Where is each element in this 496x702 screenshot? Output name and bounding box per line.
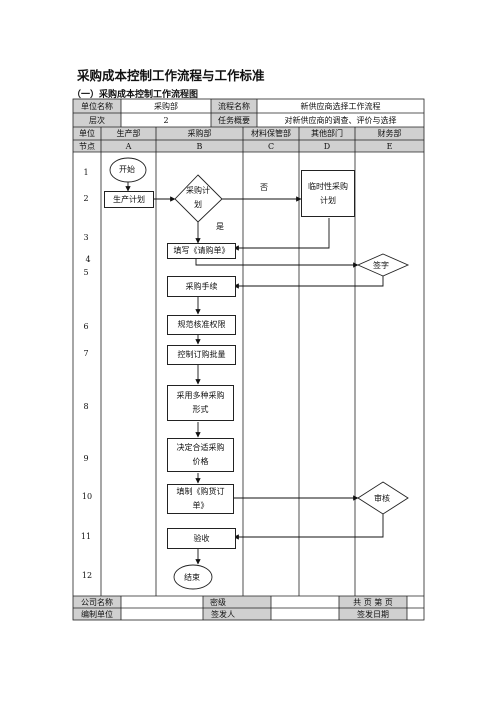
unit-name-value: 采购部	[154, 101, 178, 111]
decide-price-box: 决定合适采购价格	[167, 438, 234, 472]
purchase-plan-label: 采购计划	[186, 186, 210, 209]
sign-label: 签字	[373, 261, 389, 270]
fill-order-box: 填制《购货订单》	[167, 484, 234, 514]
start-terminal	[109, 157, 147, 183]
row-number: 8	[83, 402, 89, 411]
task-summary-label: 任务概要	[218, 115, 250, 125]
row-number: 4	[85, 255, 91, 264]
end-terminal	[173, 564, 213, 590]
audit-label: 审核	[374, 494, 390, 503]
row-number: 5	[83, 268, 89, 277]
row-number: 12	[81, 571, 93, 580]
purchase-procedure-box: 采购手续	[167, 276, 236, 297]
lane-letter-b: B	[196, 141, 203, 151]
secret-level-label: 密级	[210, 597, 226, 607]
branch-yes-label: 是	[216, 222, 224, 231]
end-label: 结束	[184, 573, 200, 582]
lane-letter-d: D	[323, 141, 331, 151]
start-label: 开始	[119, 165, 135, 174]
lane-name-finance: 财务部	[377, 129, 402, 138]
production-plan-box: 生产计划	[104, 191, 154, 208]
branch-no-label: 否	[260, 183, 268, 192]
issuer-label: 签发人	[211, 609, 235, 619]
row-number: 7	[83, 349, 89, 358]
multi-form-box: 采用多种采购形式	[167, 385, 234, 421]
row-number: 1	[83, 168, 89, 177]
row-number: 6	[83, 322, 89, 331]
unit-column-label: 单位	[79, 129, 95, 138]
level-label: 层次	[89, 115, 105, 125]
lane-letter-a: A	[125, 141, 132, 151]
lane-name-materials: 材料保管部	[251, 129, 291, 138]
row-number: 9	[83, 454, 89, 463]
lane-header-grey-bg	[73, 127, 424, 152]
unit-name-label: 单位名称	[81, 101, 113, 111]
sign-diamond	[356, 253, 410, 277]
fill-request-box: 填写《请购单》	[167, 243, 236, 259]
company-name-label: 公司名称	[81, 597, 113, 607]
level-value: 2	[163, 115, 169, 125]
node-column-label: 节点	[79, 141, 95, 151]
lane-name-production: 生产部	[116, 129, 141, 138]
acceptance-box: 验收	[167, 528, 236, 549]
row-number: 11	[80, 532, 92, 541]
document-subtitle: （一）采购成本控制工作流程图	[72, 90, 199, 100]
lane-name-purchasing: 采购部	[187, 129, 212, 138]
process-name-value: 新供应商选择工作流程	[300, 101, 381, 111]
lane-letter-c: C	[267, 141, 275, 151]
purchase-plan-diamond	[174, 174, 223, 223]
process-name-label: 流程名称	[218, 101, 250, 111]
lane-letter-e: E	[386, 141, 393, 151]
page-count-label: 共 页 第 页	[353, 597, 393, 607]
issue-date-label: 签发日期	[357, 609, 389, 619]
document-title: 采购成本控制工作流程与工作标准	[77, 68, 265, 83]
control-quantity-box: 控制订购批量	[167, 345, 236, 365]
lane-name-other: 其他部门	[311, 129, 343, 138]
approval-authority-box: 规范核准权限	[167, 315, 236, 335]
author-unit-label: 编制单位	[81, 609, 113, 619]
row-number: 3	[83, 233, 89, 242]
row-number: 10	[81, 492, 93, 501]
task-summary-value: 对新供应商的调查、评价与选择	[284, 115, 397, 125]
temp-plan-box: 临时性采购计划	[301, 170, 355, 217]
row-number: 2	[83, 194, 89, 203]
audit-diamond	[357, 481, 409, 515]
